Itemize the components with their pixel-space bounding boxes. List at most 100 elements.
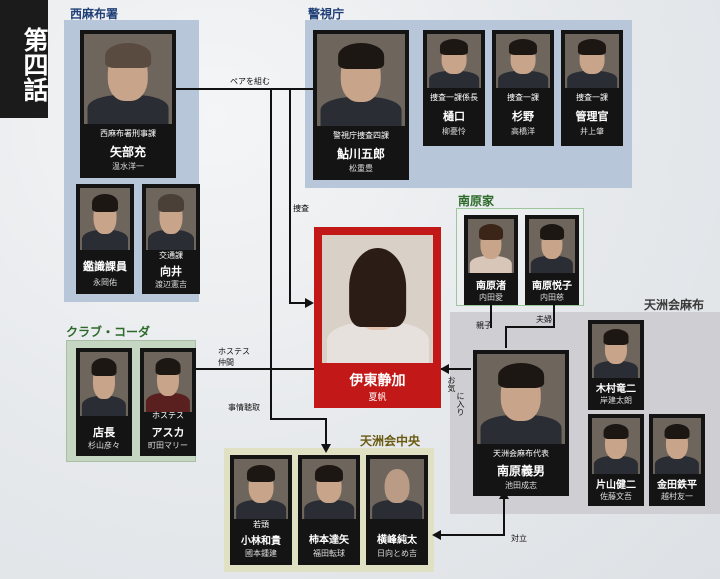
arrow-favorite	[440, 364, 449, 374]
actor-kaneda: 越村友一	[661, 492, 693, 501]
label-couple: 夫婦	[536, 315, 552, 324]
line-pair	[170, 88, 314, 90]
actor-kimura: 岸建太朗	[600, 396, 632, 405]
name-kanrikan: 管理官	[575, 110, 609, 123]
actor-higuchi: 柳憂怜	[442, 127, 466, 136]
name-kimura: 木村竜二	[596, 384, 636, 395]
card-kanrikan: 捜査一課 管理官 井上肇	[561, 30, 623, 146]
name-katayama: 片山健二	[596, 480, 636, 491]
actor-kobayashi: 國本鍾建	[245, 549, 277, 558]
label-oppose: 対立	[511, 534, 527, 543]
line-parent	[490, 290, 492, 328]
name-ayukawa: 鮎川五郎	[336, 147, 385, 161]
name-kanshiki: 鑑識課員	[83, 260, 127, 273]
card-minamihara-yoshio: 天洲会麻布代表 南原義男 池田成志	[473, 350, 569, 496]
actor-ito: 夏帆	[368, 393, 387, 403]
group-title-nishiazabu: 西麻布署	[70, 7, 119, 21]
portrait-higuchi	[427, 34, 481, 88]
card-katayama: 片山健二 佐藤文吾	[588, 414, 644, 506]
portrait-ayukawa	[317, 34, 405, 126]
label-pair: ペアを組む	[230, 77, 270, 86]
line-couple-r	[553, 290, 555, 328]
label-favorite-2: に入り	[456, 392, 465, 416]
actor-katayama: 佐藤文吾	[600, 492, 632, 501]
line-oppose-v	[503, 496, 505, 536]
line-couple	[505, 326, 555, 328]
arrow-interview	[321, 444, 331, 453]
card-higuchi: 捜査一課係長 樋口 柳憂怜	[423, 30, 485, 146]
portrait-tencho	[80, 352, 128, 416]
line-interview-v	[325, 418, 327, 448]
role-ayukawa: 警視庁捜査四課	[333, 131, 389, 140]
arrow-investigate	[305, 298, 314, 308]
group-title-tenshu-chuo: 天洲会中央	[360, 434, 421, 448]
role-kanrikan: 捜査一課	[576, 93, 608, 102]
name-sugino: 杉野	[512, 110, 534, 123]
portrait-kanrikan	[565, 34, 619, 88]
name-yokomine: 横峰純太	[377, 535, 417, 546]
card-kobayashi: 若頭 小林和貴 國本鍾建	[230, 455, 292, 565]
card-yabe: 西麻布署刑事課 矢部充 温水洋一	[80, 30, 176, 178]
role-asuka: ホステス	[152, 411, 184, 420]
portrait-minamihara-nagisa	[468, 219, 514, 273]
group-title-club-coda: クラブ・コーダ	[66, 325, 151, 339]
actor-asuka: 町田マリー	[148, 441, 188, 450]
label-interview: 事情聴取	[228, 403, 260, 412]
name-ito: 伊東静加	[349, 373, 406, 389]
card-minamihara-etsuko: 南原悦子 内田慈	[525, 215, 579, 305]
portrait-katayama	[592, 418, 640, 474]
name-minamihara-nagisa: 南原渚	[476, 281, 506, 292]
line-favorite	[441, 368, 471, 370]
portrait-kakimoto	[302, 459, 356, 519]
role-yabe: 西麻布署刑事課	[100, 129, 156, 138]
portrait-minamihara-yoshio	[477, 354, 565, 444]
card-ayukawa: 警視庁捜査四課 鮎川五郎 松重豊	[313, 30, 409, 180]
actor-kanrikan: 井上肇	[580, 127, 604, 136]
name-higuchi: 樋口	[443, 110, 465, 123]
portrait-kanshiki	[80, 188, 130, 250]
card-yokomine: 横峰純太 日向とめ吉	[366, 455, 428, 565]
role-kobayashi: 若頭	[253, 520, 269, 529]
actor-sugino: 高橋洋	[511, 127, 535, 136]
card-tencho: 店長 杉山彦々	[76, 348, 132, 456]
portrait-yabe	[84, 34, 172, 124]
card-asuka: ホステス アスカ 町田マリー	[140, 348, 196, 456]
name-tencho: 店長	[93, 426, 115, 439]
group-title-keishicho: 警視庁	[308, 7, 345, 21]
label-parent: 親子	[476, 321, 492, 330]
card-kimura: 木村竜二 岸建太朗	[588, 320, 644, 410]
name-kobayashi: 小林和貴	[241, 536, 281, 547]
label-investigate: 捜査	[293, 204, 309, 213]
portrait-sugino	[496, 34, 550, 88]
actor-minamihara-yoshio: 池田成志	[505, 481, 537, 490]
portrait-kobayashi	[234, 459, 288, 519]
arrow-oppose-left	[432, 530, 441, 540]
line-oppose-h	[434, 534, 505, 536]
name-asuka: アスカ	[151, 426, 185, 439]
portrait-mukai	[146, 188, 196, 250]
name-mukai: 向井	[160, 265, 182, 278]
actor-minamihara-etsuko: 内田慈	[540, 293, 564, 302]
card-mukai: 交通課 向井 渡辺憲吉	[142, 184, 200, 294]
name-minamihara-etsuko: 南原悦子	[532, 281, 572, 292]
line-investigate-v	[289, 89, 291, 303]
card-sugino: 捜査一課 杉野 高橋洋	[492, 30, 554, 146]
line-interview-h	[270, 418, 326, 420]
role-mukai: 交通課	[159, 251, 183, 260]
name-kaneda: 金田鉄平	[657, 480, 697, 491]
line-keishicho-branch	[270, 89, 272, 419]
card-minamihara-nagisa: 南原渚 内田愛	[464, 215, 518, 305]
actor-yabe: 温水洋一	[112, 162, 144, 171]
line-hostess	[196, 368, 314, 370]
label-favorite-1: お気	[447, 376, 456, 392]
group-title-tenshu-azabu: 天洲会麻布	[644, 298, 705, 312]
portrait-kaneda	[653, 418, 701, 474]
portrait-asuka	[144, 352, 192, 412]
line-couple-l	[505, 326, 507, 348]
actor-minamihara-nagisa: 内田愛	[479, 293, 503, 302]
episode-title: 第四話	[0, 0, 49, 118]
portrait-kimura	[592, 324, 640, 378]
label-hostess-2: 仲間	[218, 358, 234, 367]
actor-yokomine: 日向とめ吉	[377, 549, 417, 558]
role-minamihara-yoshio: 天洲会麻布代表	[493, 449, 549, 458]
